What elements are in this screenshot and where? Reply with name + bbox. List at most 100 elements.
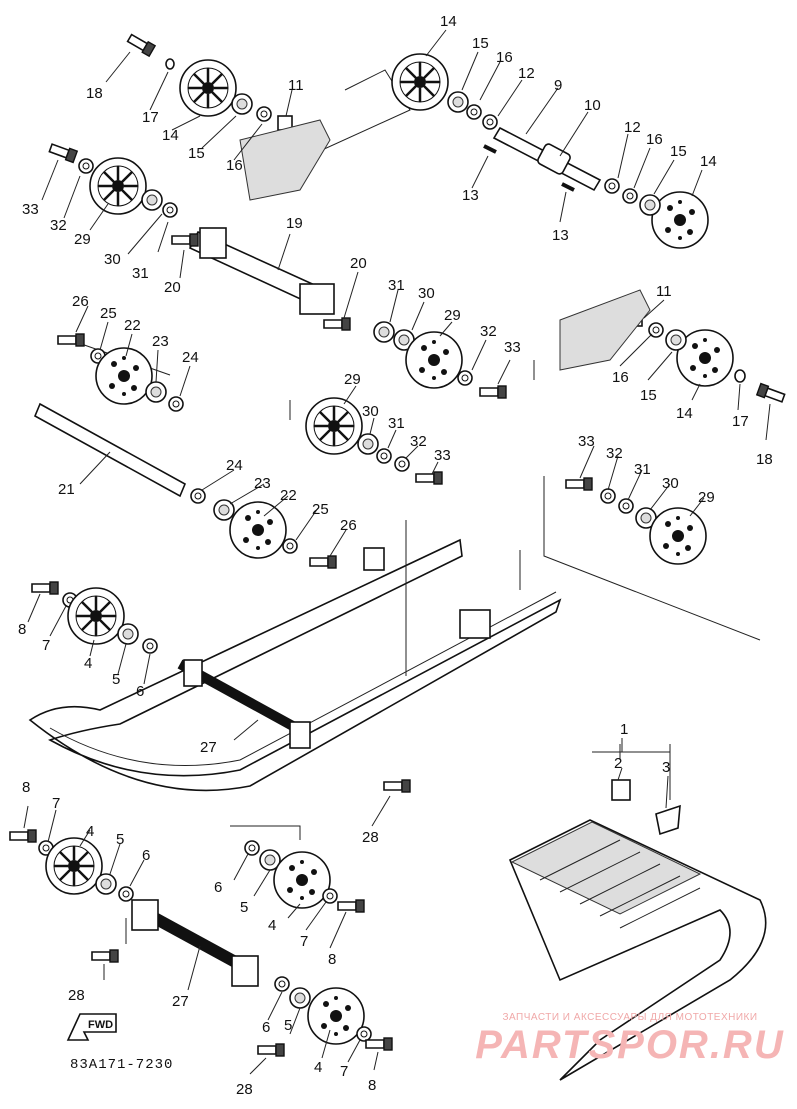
callout-28: 28 (68, 987, 85, 1004)
bolt-26-upper (57, 333, 85, 347)
callout-18: 18 (86, 85, 103, 102)
callout-8: 8 (328, 951, 336, 968)
callout-33: 33 (578, 433, 595, 450)
shaft-19-end-left (199, 227, 227, 259)
washer-17-right (734, 369, 746, 383)
wheel-22-upper (95, 347, 153, 405)
idler-wheel-14-top (390, 52, 450, 112)
callout-11: 11 (288, 77, 304, 94)
clip-24-lower (190, 488, 206, 504)
callout-22: 22 (280, 487, 297, 504)
callout-4: 4 (84, 655, 92, 672)
bearing-30-center (357, 433, 379, 455)
bolt-28-lower-left (91, 949, 119, 963)
callout-25: 25 (100, 305, 117, 322)
wheel-22-lower (229, 501, 287, 559)
bolt-33-upper-left (47, 141, 79, 164)
callout-31: 31 (132, 265, 149, 282)
washer-17-left (165, 58, 175, 70)
bolt-28-lower-right (257, 1043, 285, 1057)
catalog-code: 83A171-7230 (70, 1057, 174, 1073)
callout-17: 17 (732, 413, 749, 430)
callout-8: 8 (22, 779, 30, 796)
clip-24-upper (168, 396, 184, 412)
wheel-29-right (649, 507, 707, 565)
shaft-19-end-right (299, 283, 335, 315)
callout-27: 27 (172, 993, 189, 1010)
callout-13: 13 (462, 187, 479, 204)
callout-9: 9 (554, 77, 562, 94)
axle-21 (33, 402, 187, 498)
clip-12-right (604, 178, 620, 194)
callout-19: 19 (286, 215, 303, 232)
callout-23: 23 (254, 475, 271, 492)
callout-32: 32 (50, 217, 67, 234)
wheel-4-lower-right (307, 987, 365, 1045)
callout-4: 4 (86, 823, 94, 840)
washer-32-upper-left (78, 158, 94, 174)
bearing-30-upper-left (141, 189, 163, 211)
callout-21: 21 (58, 481, 75, 498)
bolt-8-lower-right (365, 1037, 393, 1051)
bracket-27-upper-right (289, 721, 311, 749)
bolt-33-mid (479, 385, 507, 399)
callout-25: 25 (312, 501, 329, 518)
bolt-33-center (415, 471, 443, 485)
callout-30: 30 (362, 403, 379, 420)
callout-7: 7 (300, 933, 308, 950)
callout-1: 1 (620, 721, 628, 738)
callout-28: 28 (362, 829, 379, 846)
callout-6: 6 (142, 847, 150, 864)
collar-16-right (622, 188, 638, 204)
callout-8: 8 (18, 621, 26, 638)
callout-20: 20 (350, 255, 367, 272)
callout-12: 12 (624, 119, 641, 136)
callout-4: 4 (314, 1059, 322, 1076)
callout-6: 6 (136, 683, 144, 700)
callout-15: 15 (188, 145, 205, 162)
wheel-4-mid (273, 851, 331, 909)
callout-29: 29 (74, 231, 91, 248)
callout-15: 15 (640, 387, 657, 404)
callout-32: 32 (480, 323, 497, 340)
lower-suspension-group (9, 829, 393, 1057)
frame-bracket-left (239, 119, 331, 201)
callout-14: 14 (676, 405, 693, 422)
callout-26: 26 (72, 293, 89, 310)
washer-32-center (394, 456, 410, 472)
bolt-20-right (323, 317, 351, 331)
track-group (508, 744, 767, 1081)
callout-7: 7 (52, 795, 60, 812)
washer-32-right (600, 488, 616, 504)
callout-5: 5 (284, 1017, 292, 1034)
callout-29: 29 (444, 307, 461, 324)
collar-6-upper (142, 638, 158, 654)
wheel-29-mid (405, 331, 463, 389)
callout-24: 24 (226, 457, 243, 474)
washer-7-mid (322, 888, 338, 904)
collar-16-left (256, 106, 272, 122)
bearing-15-lower-right (665, 329, 687, 351)
callout-29: 29 (344, 371, 361, 388)
callout-30: 30 (662, 475, 679, 492)
bearing-5-upper (117, 623, 139, 645)
pin-13-right (561, 182, 575, 192)
clip-31-upper-left (162, 202, 178, 218)
callout-3: 3 (662, 759, 670, 776)
bracket-27-upper-left (183, 659, 203, 687)
collar-6-lower-left (118, 886, 134, 902)
callout-15: 15 (670, 143, 687, 160)
clip-31-right (618, 498, 634, 514)
collar-16-top (466, 104, 482, 120)
bolt-33-right (565, 477, 593, 491)
callout-16: 16 (646, 131, 663, 148)
watermark-tagline: ЗАПЧАСТИ И АКСЕССУАРЫ ДЛЯ МОТОТЕХНИКИ (502, 1012, 758, 1023)
bolt-28-upper (383, 779, 411, 793)
bolt-18-right (755, 382, 787, 405)
callout-7: 7 (42, 637, 50, 654)
stud-3 (655, 804, 681, 836)
watermark-logo: PARTSPOR.RU (475, 1023, 785, 1067)
frame-bracket-right (559, 289, 651, 371)
callout-14: 14 (162, 127, 179, 144)
callout-32: 32 (606, 445, 623, 462)
